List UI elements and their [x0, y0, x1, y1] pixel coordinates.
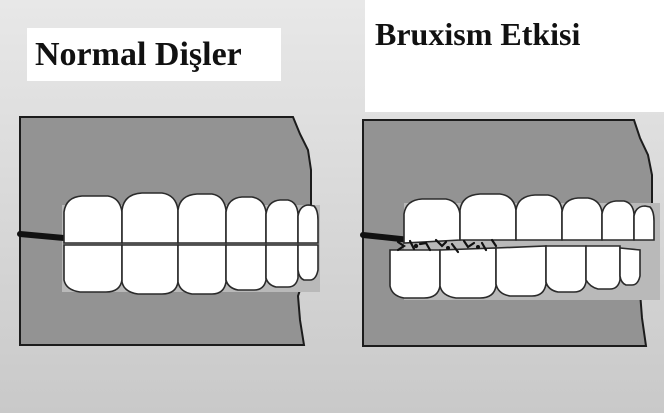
- bruxism-upper-teeth: [404, 194, 654, 243]
- wear-dot: [446, 246, 450, 250]
- wear-dot: [414, 244, 418, 248]
- bruxism-lower-tooth: [496, 246, 546, 296]
- bruxism-lower-tooth: [586, 246, 620, 289]
- bruxism-upper-tooth: [404, 199, 460, 243]
- bruxism-upper-tooth: [562, 198, 602, 240]
- bruxism-upper-tooth: [602, 201, 634, 240]
- bruxism-lower-tooth: [620, 248, 640, 285]
- bruxism-upper-tooth: [516, 195, 562, 240]
- bruxism-lower-tooth: [546, 246, 586, 292]
- bruxism-upper-tooth: [634, 206, 654, 240]
- wear-dot: [476, 245, 480, 249]
- bruxism-upper-tooth: [460, 194, 516, 240]
- bruxism-lower-tooth: [440, 248, 496, 298]
- bruxism-lower-tooth: [390, 250, 440, 298]
